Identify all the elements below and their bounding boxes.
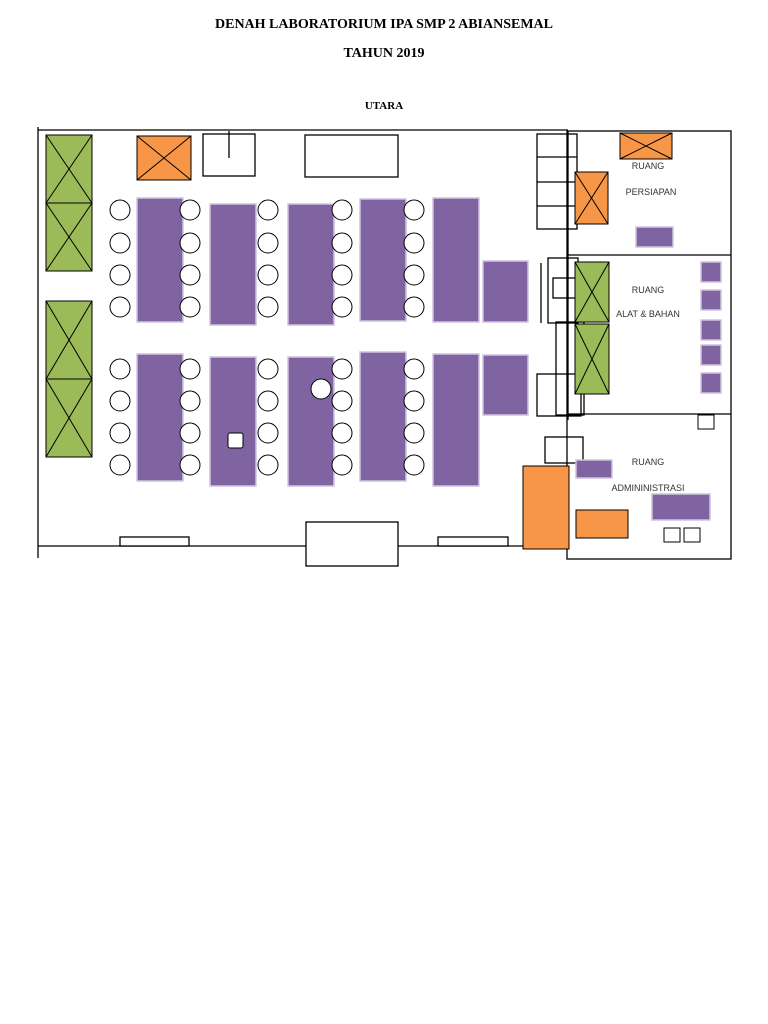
orange-cabinets	[136, 132, 673, 550]
table	[136, 197, 184, 323]
stools	[109, 199, 425, 476]
table	[287, 203, 335, 326]
stool	[109, 390, 131, 412]
stool	[179, 422, 201, 444]
table	[700, 344, 722, 366]
stool	[331, 232, 353, 254]
stool	[331, 390, 353, 412]
table	[359, 198, 407, 322]
table	[575, 459, 613, 479]
table	[651, 493, 711, 521]
room-alat-line2: ALAT & BAHAN	[616, 309, 680, 319]
table	[482, 260, 529, 323]
table	[359, 351, 407, 482]
stool	[179, 264, 201, 286]
stool	[331, 358, 353, 380]
room-labels: RUANG PERSIAPAN RUANG ALAT & BAHAN RUANG…	[611, 161, 684, 493]
plan-title: DENAH LABORATORIUM IPA SMP 2 ABIANSEMAL	[215, 17, 553, 32]
table	[700, 319, 722, 341]
table	[635, 226, 674, 248]
stool	[331, 454, 353, 476]
stool	[109, 422, 131, 444]
north-label: UTARA	[364, 100, 404, 112]
stool	[331, 296, 353, 318]
door-bottom	[305, 521, 399, 567]
room-admin-line1: RUANG	[632, 457, 665, 467]
stool	[403, 264, 425, 286]
green-cabinets	[45, 134, 610, 458]
window-top	[304, 134, 399, 178]
table	[700, 261, 722, 283]
window-bottom-left	[119, 536, 190, 547]
stool	[109, 296, 131, 318]
stool	[403, 454, 425, 476]
wall-openings	[119, 131, 509, 567]
stool	[403, 199, 425, 221]
room-alat-line1: RUANG	[632, 285, 665, 295]
stool	[403, 422, 425, 444]
table	[700, 289, 722, 311]
window-bottom-right	[437, 536, 509, 547]
table	[700, 372, 722, 394]
room-admin-line2: ADMININISTRASI	[611, 483, 684, 493]
room-persiapan-line2: PERSIAPAN	[626, 187, 677, 197]
stool	[179, 232, 201, 254]
stool	[109, 199, 131, 221]
stool	[179, 390, 201, 412]
stool	[257, 232, 279, 254]
stool	[109, 358, 131, 380]
table	[209, 203, 257, 326]
lab-tables	[136, 197, 722, 521]
stool	[257, 296, 279, 318]
table	[136, 353, 184, 482]
stool	[179, 296, 201, 318]
stool	[179, 199, 201, 221]
stool	[109, 454, 131, 476]
stool	[331, 199, 353, 221]
table	[482, 354, 529, 416]
table	[209, 356, 257, 487]
stool	[403, 358, 425, 380]
room-persiapan-line1: RUANG	[632, 161, 665, 171]
stool	[109, 264, 131, 286]
stool	[257, 390, 279, 412]
walls	[37, 127, 732, 560]
stool	[257, 199, 279, 221]
table	[287, 356, 335, 487]
stool	[257, 422, 279, 444]
stool	[257, 358, 279, 380]
stool	[331, 422, 353, 444]
stool	[179, 454, 201, 476]
stool	[109, 232, 131, 254]
table	[432, 197, 480, 323]
small-boxes	[227, 378, 715, 543]
stool	[257, 264, 279, 286]
stool	[403, 296, 425, 318]
stool	[257, 454, 279, 476]
stool	[403, 390, 425, 412]
plan-year: TAHUN 2019	[343, 46, 425, 61]
stool	[331, 264, 353, 286]
stool	[179, 358, 201, 380]
table	[432, 353, 480, 487]
stool	[403, 232, 425, 254]
